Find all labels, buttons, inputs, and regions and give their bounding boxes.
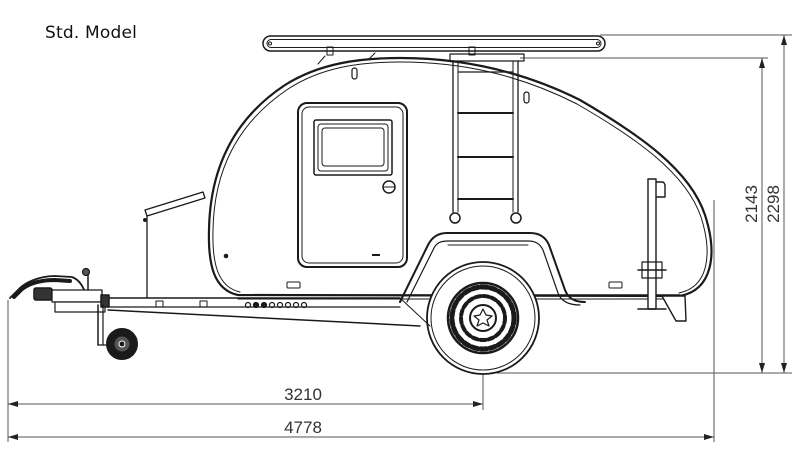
roof-rack (262, 35, 606, 65)
bolt-row (244, 301, 308, 309)
dim-4778: 4778 (284, 418, 322, 437)
drawbar (107, 297, 431, 327)
ladder (449, 53, 525, 224)
dimension-lines (7, 34, 792, 442)
dim-2143: 2143 (742, 185, 761, 223)
door (297, 102, 408, 268)
door-handle (382, 180, 396, 194)
corner-steady (637, 178, 687, 322)
wheel (426, 261, 540, 375)
dim-2298: 2298 (764, 185, 783, 223)
tow-hitch (9, 267, 110, 313)
door-window (313, 119, 393, 176)
model-title: Std. Model (45, 23, 138, 43)
jockey-wheel (97, 304, 138, 360)
gas-bottle-box (143, 191, 206, 299)
trailer-body (207, 56, 713, 300)
fender (399, 232, 586, 306)
dim-3210: 3210 (284, 385, 322, 404)
